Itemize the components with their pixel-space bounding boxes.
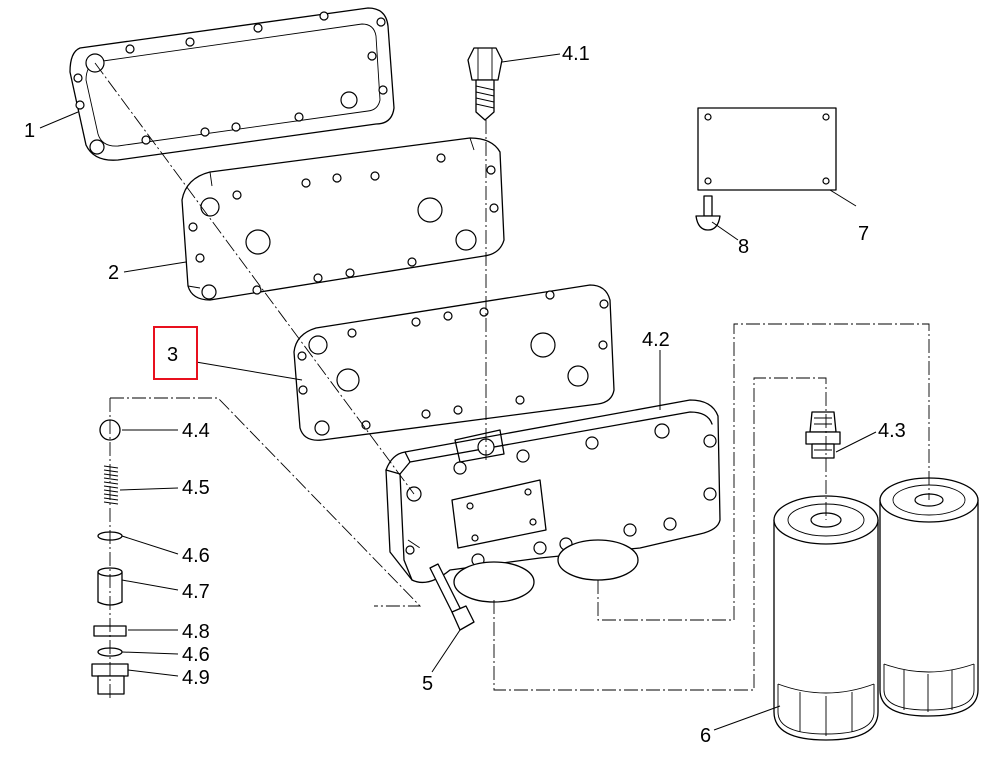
label-4-3: 4.3: [878, 420, 906, 442]
part-8-rivet: [695, 195, 721, 231]
label-1: 1: [24, 120, 35, 142]
label-2: 2: [108, 262, 119, 284]
label-6: 6: [700, 725, 711, 747]
part-4-2-cooler-housing: [385, 399, 721, 603]
part-7-plate: [697, 107, 837, 191]
label-4-1: 4.1: [562, 43, 590, 65]
label-4-9: 4.9: [182, 667, 210, 689]
part-5-bolt: [429, 563, 475, 631]
label-4-8: 4.8: [182, 621, 210, 643]
part-1-gasket: [69, 7, 395, 161]
label-4-5: 4.5: [182, 477, 210, 499]
leader-lines: [39, 53, 877, 731]
label-4-7: 4.7: [182, 581, 210, 603]
label-4-2: 4.2: [642, 329, 670, 351]
label-4-4: 4.4: [182, 420, 210, 442]
part-4-5-spring: [103, 465, 119, 505]
part-4-7-piston: [97, 567, 123, 606]
label-7: 7: [858, 223, 869, 245]
callout-labels: 1 2 3 4.1 4.2 4.3 4.4 4.5 4.6 4.7 4.8 4.…: [24, 43, 906, 747]
label-5: 5: [422, 673, 433, 695]
label-4-6-second: 4.6: [182, 644, 210, 666]
label-4-6: 4.6: [182, 545, 210, 567]
part-6-filter-front: [773, 495, 879, 741]
label-8: 8: [738, 236, 749, 258]
assembly-centerlines: [94, 62, 930, 700]
label-3: 3: [167, 344, 178, 366]
part-4-1-bolt: [467, 47, 503, 121]
part-6-filter-rear: [879, 477, 979, 717]
part-3-gasket: [293, 284, 615, 441]
part-4-3-nipple: [805, 411, 841, 459]
highlight-box: [153, 326, 198, 380]
part-2-cooler-cover: [181, 137, 505, 301]
